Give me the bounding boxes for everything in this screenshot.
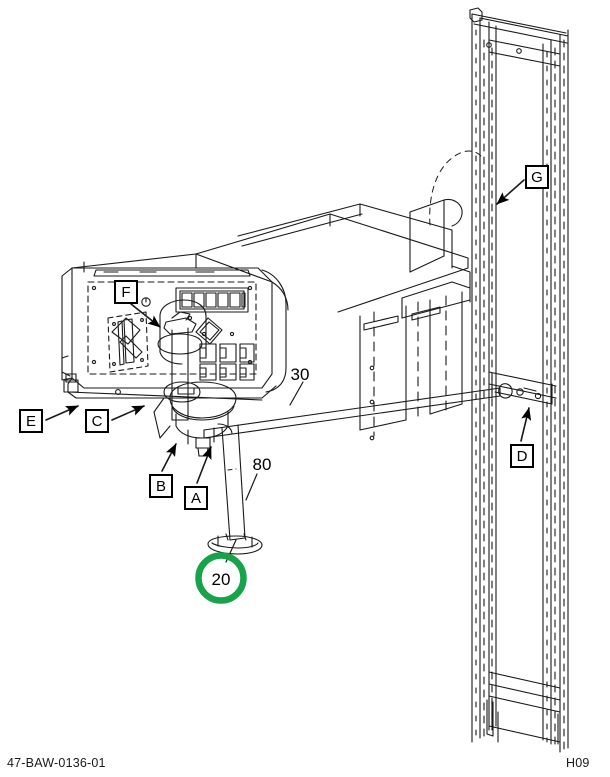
- callout-label-E: E: [26, 413, 36, 430]
- part-number-30: 30: [291, 365, 310, 384]
- number-callouts: 30 80: [253, 365, 310, 474]
- center-cabinet: [195, 198, 471, 441]
- callout-label-A: A: [191, 490, 201, 507]
- latch-plate: [107, 311, 149, 373]
- callout-box-C[interactable]: C: [85, 409, 109, 433]
- drawing-number: 47-BAW-0136-01: [7, 756, 106, 770]
- callout-label-D: D: [517, 448, 528, 465]
- phantom-hose: [429, 150, 485, 226]
- callout-label-F: F: [121, 284, 130, 301]
- sheet-code: H09: [566, 756, 590, 770]
- part-number-20: 20: [212, 570, 231, 589]
- highlight-ring-group: 20: [195, 552, 247, 604]
- callout-box-B[interactable]: B: [149, 474, 173, 498]
- long-bar-30: [203, 387, 501, 439]
- console-body: [61, 253, 289, 457]
- mast-assembly: [469, 7, 569, 753]
- callout-label-B: B: [156, 478, 166, 495]
- callout-label-C: C: [92, 413, 103, 430]
- callout-leaders: [45, 179, 532, 484]
- part-number-80: 80: [253, 455, 272, 474]
- callout-box-F[interactable]: F: [114, 280, 138, 304]
- callout-box-E[interactable]: E: [19, 409, 43, 433]
- column-assembly: [157, 299, 207, 421]
- foot-plate-20: [207, 533, 263, 555]
- callout-box-G[interactable]: G: [525, 165, 549, 189]
- callout-box-A[interactable]: A: [184, 486, 208, 510]
- highlight-ring: [195, 552, 247, 604]
- callout-box-D[interactable]: D: [510, 444, 534, 468]
- callout-boxes: E C B A F G D: [19, 165, 549, 510]
- indicator-lamp: [141, 297, 151, 307]
- left-foot: [61, 355, 195, 395]
- post-80: [221, 424, 246, 541]
- callout-label-G: G: [531, 169, 543, 186]
- gauge-cluster: [175, 287, 249, 313]
- switch-grid: [199, 343, 255, 381]
